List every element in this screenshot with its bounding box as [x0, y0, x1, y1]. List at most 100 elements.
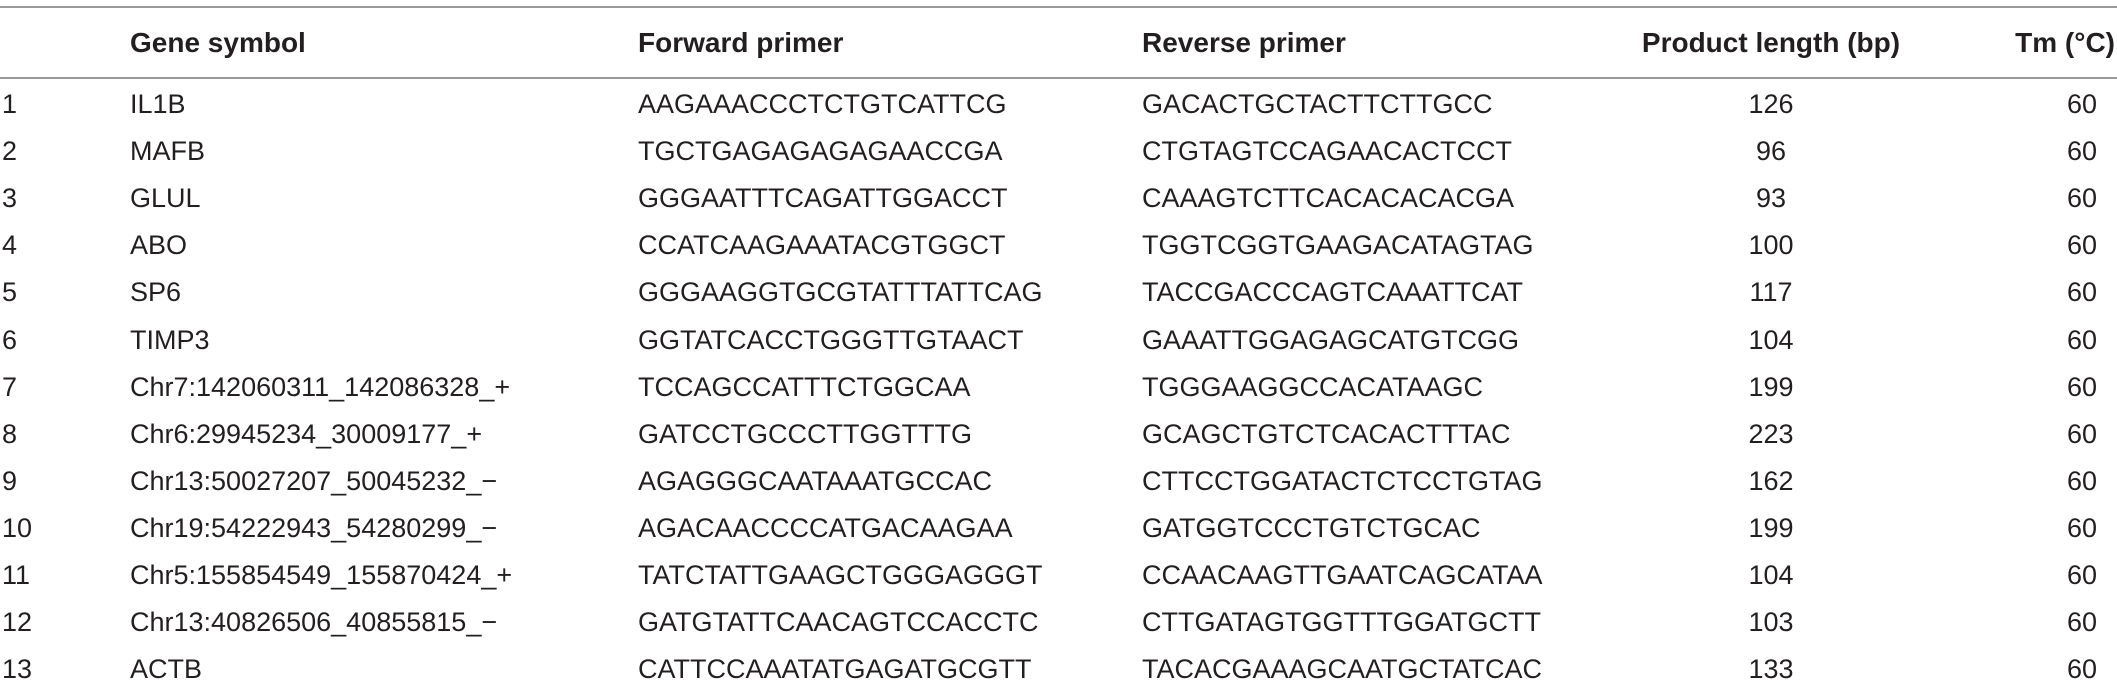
table-row: 7 Chr7:142060311_142086328_+ TCCAGCCATTTCT…	[0, 364, 2117, 411]
row-gene-symbol: Chr19:54222943_54280299_−	[130, 512, 498, 543]
row-tm: 60	[2066, 230, 2097, 261]
row-forward-primer: GATCCTGCCCTTGGTTTG	[638, 418, 972, 449]
row-number: 1	[2, 89, 18, 120]
row-product-length: 162	[1748, 465, 1794, 496]
table-top-rule	[0, 6, 2117, 8]
row-tm: 60	[2066, 371, 2097, 402]
row-forward-primer: GGGAATTTCAGATTGGACCT	[638, 183, 1008, 214]
header-forward-primer: Forward primer	[638, 26, 844, 58]
row-forward-primer: GATGTATTCAACAGTCCACCTC	[638, 607, 1039, 638]
row-number: 13	[2, 654, 33, 685]
header-reverse-primer: Reverse primer	[1142, 26, 1346, 58]
row-product-length: 133	[1748, 654, 1794, 685]
row-forward-primer: AGAGGGCAATAAATGCCAC	[638, 465, 993, 496]
row-gene-symbol: Chr6:29945234_30009177_+	[130, 418, 483, 449]
row-gene-symbol: SP6	[130, 277, 182, 308]
table-body: 1 IL1B AAGAAACCCTCTGTCATTCG GACACTGCTACTTCT…	[0, 77, 2117, 693]
row-forward-primer: AAGAAACCCTCTGTCATTCG	[638, 89, 1007, 120]
row-gene-symbol: Chr13:40826506_40855815_−	[130, 607, 498, 638]
row-forward-primer: TCCAGCCATTTCTGGCAA	[638, 371, 971, 402]
header-row: Gene symbol Forward primer Reverse prime…	[0, 8, 2117, 77]
row-tm: 60	[2066, 324, 2097, 355]
row-tm: 60	[2066, 654, 2097, 685]
row-product-length: 96	[1755, 136, 1787, 167]
row-gene-symbol: ACTB	[130, 654, 203, 685]
table-row: 6 TIMP3 GGTATCACCTGGGTTGTAACT GAAATTGGAGAGC…	[0, 316, 2117, 363]
header-tm: Tm (°C)	[2015, 26, 2115, 58]
row-product-length: 100	[1748, 230, 1794, 261]
row-product-length: 117	[1749, 277, 1793, 308]
row-tm: 60	[2066, 136, 2097, 167]
row-product-length: 104	[1748, 324, 1794, 355]
row-number: 11	[2, 559, 31, 590]
row-gene-symbol: IL1B	[130, 89, 186, 120]
row-number: 4	[2, 230, 18, 261]
row-number: 2	[2, 136, 18, 167]
row-reverse-primer: CAAAGTCTTCACACACACGA	[1142, 183, 1515, 214]
row-tm: 60	[2066, 183, 2097, 214]
row-number: 5	[2, 277, 18, 308]
row-forward-primer: TATCTATTGAAGCTGGGAGGGT	[638, 559, 1043, 590]
row-reverse-primer: GACACTGCTACTTCTTGCC	[1142, 89, 1493, 120]
table-header: Gene symbol Forward primer Reverse prime…	[0, 8, 2117, 77]
row-gene-symbol: Chr7:142060311_142086328_+	[130, 371, 511, 402]
row-reverse-primer: TACACGAAAGCAATGCTATCAC	[1142, 654, 1543, 685]
row-reverse-primer: CCAACAAGTTGAATCAGCATAA	[1142, 559, 1543, 590]
row-tm: 60	[2066, 277, 2097, 308]
row-product-length: 126	[1748, 89, 1794, 120]
row-tm: 60	[2066, 607, 2097, 638]
row-reverse-primer: GAAATTGGAGAGCATGTCGG	[1142, 324, 1520, 355]
row-number: 6	[2, 324, 18, 355]
row-reverse-primer: TGGTCGGTGAAGACATAGTAG	[1142, 230, 1534, 261]
row-product-length: 93	[1755, 183, 1787, 214]
row-tm: 60	[2066, 465, 2097, 496]
row-number: 7	[2, 371, 18, 402]
table-row: 10 Chr19:54222943_54280299_− AGACAACCCCATG…	[0, 505, 2117, 552]
header-product-length: Product length (bp)	[1641, 26, 1901, 58]
row-reverse-primer: TACCGACCCAGTCAAATTCAT	[1142, 277, 1524, 308]
row-gene-symbol: ABO	[130, 230, 188, 261]
row-number: 10	[2, 512, 33, 543]
row-number: 8	[2, 418, 18, 449]
row-tm: 60	[2066, 559, 2097, 590]
row-reverse-primer: CTGTAGTCCAGAACACTCCT	[1142, 136, 1512, 167]
row-number: 12	[2, 607, 33, 638]
table-row: 3 GLUL GGGAATTTCAGATTGGACCT CAAAGTCTTCACACA…	[0, 175, 2117, 222]
primer-table: Gene symbol Forward primer Reverse prime…	[0, 8, 2117, 693]
row-product-length: 223	[1748, 418, 1794, 449]
row-number: 3	[2, 183, 18, 214]
row-forward-primer: GGGAAGGTGCGTATTTATTCAG	[638, 277, 1043, 308]
table-row: 1 IL1B AAGAAACCCTCTGTCATTCG GACACTGCTACTTCT…	[0, 77, 2117, 128]
row-product-length: 199	[1748, 512, 1794, 543]
table-row: 5 SP6 GGGAAGGTGCGTATTTATTCAG TACCGACCCAGTCA…	[0, 269, 2117, 316]
table-row: 2 MAFB TGCTGAGAGAGAGAACCGA CTGTAGTCCAGAACAC…	[0, 128, 2117, 175]
header-number	[0, 8, 130, 77]
row-gene-symbol: Chr5:155854549_155870424_+	[130, 559, 513, 590]
row-product-length: 104	[1748, 559, 1794, 590]
row-forward-primer: AGACAACCCCATGACAAGAA	[638, 512, 1013, 543]
row-gene-symbol: MAFB	[130, 136, 206, 167]
row-reverse-primer: CTTGATAGTGGTTTGGATGCTT	[1142, 607, 1541, 638]
table-row: 11 Chr5:155854549_155870424_+ TATCTATTGAAG…	[0, 552, 2117, 599]
table-row: 8 Chr6:29945234_30009177_+ GATCCTGCCCTTGGT…	[0, 411, 2117, 458]
table-row: 12 Chr13:40826506_40855815_− GATGTATTCAACA…	[0, 599, 2117, 646]
row-gene-symbol: Chr13:50027207_50045232_−	[130, 465, 498, 496]
row-reverse-primer: TGGGAAGGCCACATAAGC	[1142, 371, 1484, 402]
row-forward-primer: CATTCCAAATATGAGATGCGTT	[638, 654, 1032, 685]
row-product-length: 199	[1748, 371, 1794, 402]
row-reverse-primer: GATGGTCCCTGTCTGCAC	[1142, 512, 1481, 543]
row-gene-symbol: TIMP3	[130, 324, 210, 355]
row-forward-primer: GGTATCACCTGGGTTGTAACT	[638, 324, 1024, 355]
row-tm: 60	[2066, 89, 2097, 120]
table-row: 13 ACTB CATTCCAAATATGAGATGCGTT TACACGAAAGCA…	[0, 646, 2117, 693]
table-row: 4 ABO CCATCAAGAAATACGTGGCT TGGTCGGTGAAGACAT…	[0, 222, 2117, 269]
table-header-rule	[0, 77, 2117, 79]
row-gene-symbol: GLUL	[130, 183, 201, 214]
row-forward-primer: TGCTGAGAGAGAGAACCGA	[638, 136, 1003, 167]
row-number: 9	[2, 465, 18, 496]
header-gene-symbol: Gene symbol	[130, 26, 306, 58]
row-reverse-primer: CTTCCTGGATACTCTCCTGTAG	[1142, 465, 1543, 496]
row-tm: 60	[2066, 512, 2097, 543]
row-forward-primer: CCATCAAGAAATACGTGGCT	[638, 230, 1006, 261]
